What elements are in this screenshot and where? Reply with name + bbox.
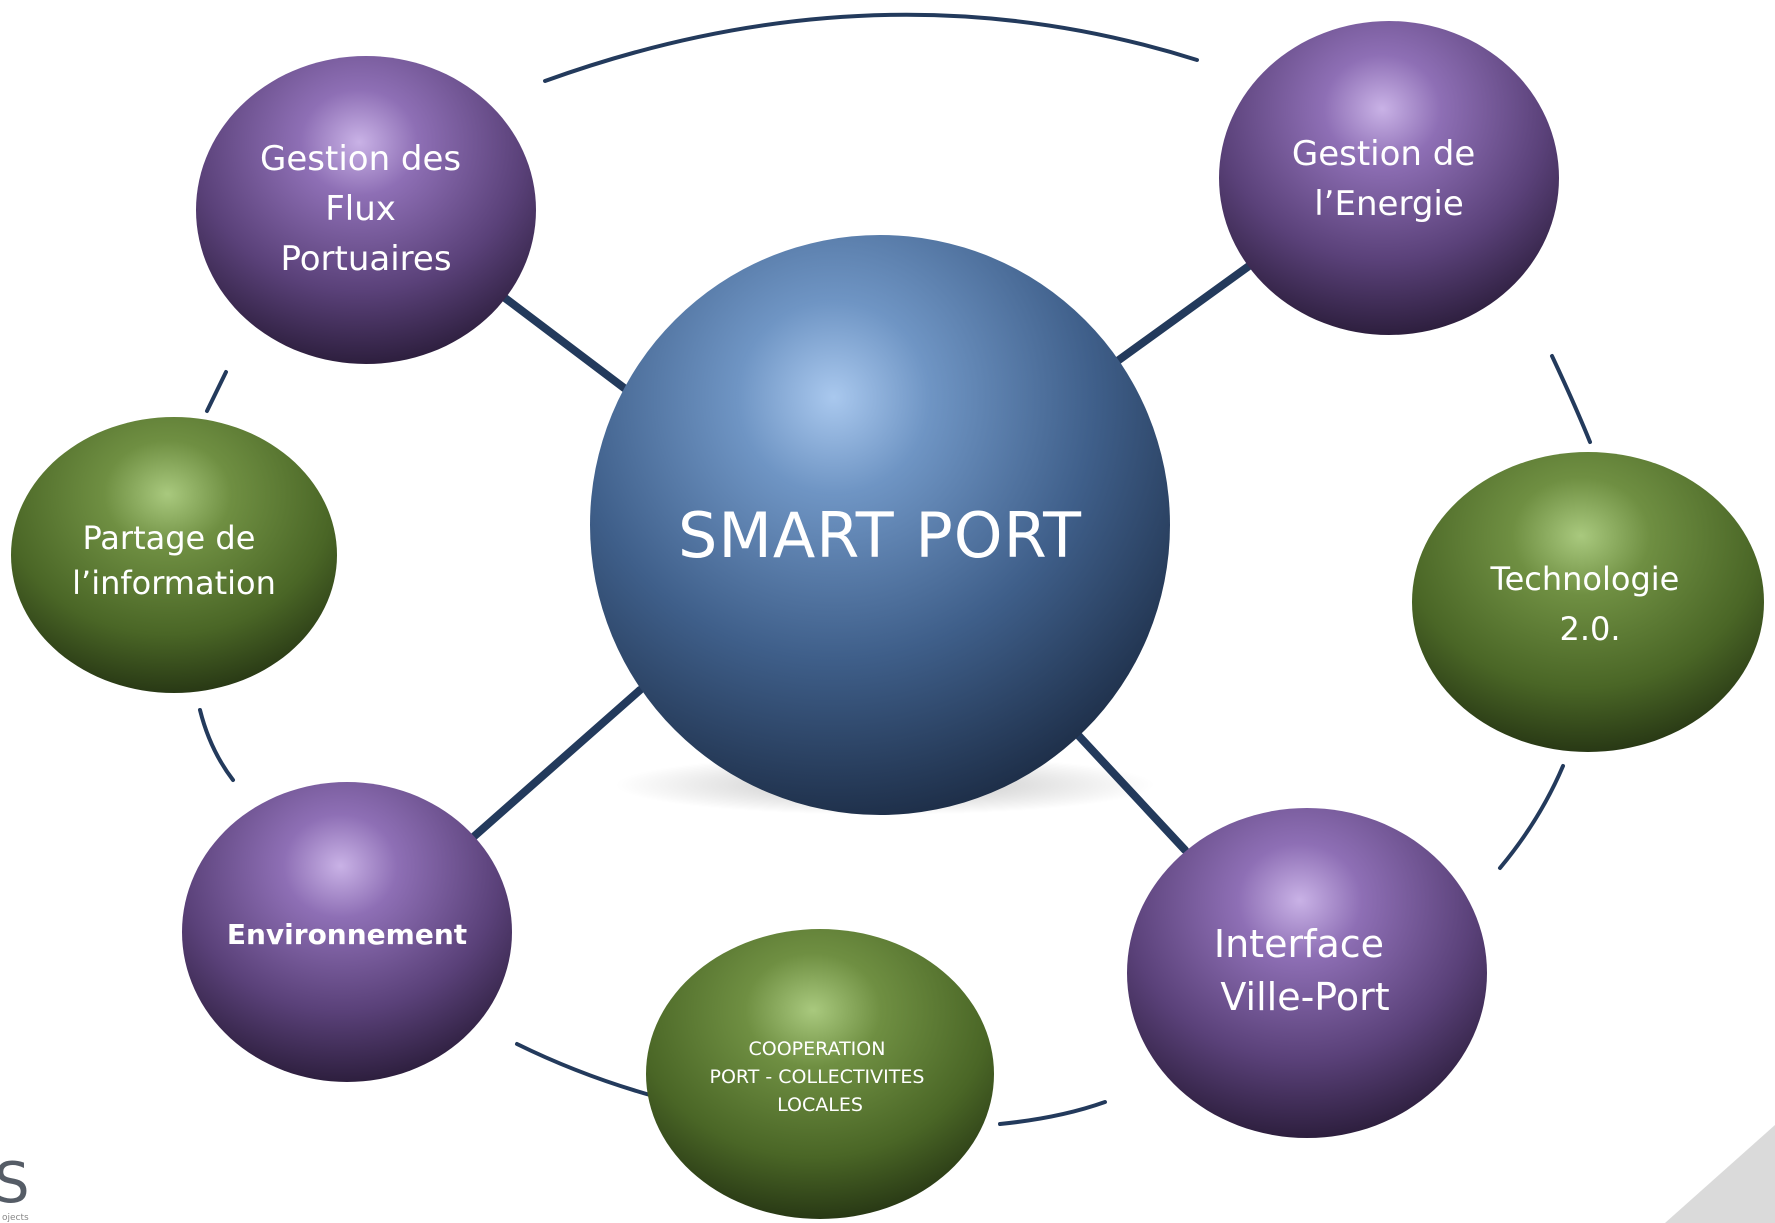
ring-arc-upper-right xyxy=(1550,354,1592,444)
svg-text:Technologie 2.0.: Technologie 2.0. xyxy=(1489,560,1689,648)
node-label-line: Gestion des xyxy=(260,139,461,179)
connector-energie xyxy=(1101,254,1264,374)
ring-arc-lower-right xyxy=(1498,764,1565,870)
ring-arc-top xyxy=(543,12,1199,83)
node-sphere xyxy=(11,417,337,693)
svg-text:COOPERATION PORT - COLLE: COOPERATION PORT - COLLECTIVITES LOCALES xyxy=(710,1038,931,1116)
svg-text:Partage de l’information: Partage de l’information xyxy=(72,519,276,602)
node-label-line: Technologie xyxy=(1489,560,1679,598)
node-label-line: 2.0. xyxy=(1559,610,1620,648)
node-environnement: Environnement xyxy=(182,782,512,1082)
node-label-line: Portuaires xyxy=(280,239,451,279)
outer-ring xyxy=(198,12,1592,1126)
node-sphere xyxy=(1219,21,1559,335)
company-logo: S ojects xyxy=(0,1151,30,1223)
node-gestion-energie: Gestion de l’Energie xyxy=(1219,21,1559,335)
ring-arc-lower-left xyxy=(198,708,235,782)
ring-arc-bottom-right xyxy=(998,1100,1107,1126)
node-technologie: Technologie 2.0. xyxy=(1412,452,1764,752)
node-label-line: l’information xyxy=(72,564,276,602)
node-interface-ville-port: Interface Ville-Port xyxy=(1127,808,1487,1138)
node-label-line: Environnement xyxy=(227,918,467,951)
center-label: SMART PORT xyxy=(678,499,1082,572)
svg-text:Gestion de l’Energie: Gestion de l’Energie xyxy=(1292,134,1486,224)
node-sphere xyxy=(196,56,536,364)
node-label-line: LOCALES xyxy=(777,1094,863,1116)
svg-text:Interface Ville-Port: Interface Ville-Port xyxy=(1214,922,1396,1019)
connector-flux xyxy=(501,294,644,404)
node-partage-information: Partage de l’information xyxy=(11,417,337,693)
connector-environnement xyxy=(466,686,644,844)
node-label-line: COOPERATION xyxy=(748,1038,885,1060)
node-label-line: Gestion de xyxy=(1292,134,1475,174)
node-sphere xyxy=(182,782,512,1082)
center-node: SMART PORT xyxy=(590,235,1170,815)
corner-decoration xyxy=(1665,1125,1775,1223)
logo-caption: ojects xyxy=(2,1213,29,1223)
logo-mark: S xyxy=(0,1151,30,1216)
svg-text:Environnement: Environnement xyxy=(227,918,467,951)
node-gestion-flux-portuaires: Gestion des Flux Portuaires xyxy=(196,56,536,364)
center-node-sphere xyxy=(590,235,1170,815)
node-label-line: Interface xyxy=(1214,922,1384,966)
ring-arc-upper-left xyxy=(205,370,228,413)
node-label-line: Partage de xyxy=(82,519,255,557)
node-cooperation: COOPERATION PORT - COLLECTIVITES LOCALES xyxy=(646,929,994,1219)
node-sphere xyxy=(1127,808,1487,1138)
node-label-line: l’Energie xyxy=(1314,184,1464,224)
connectors xyxy=(466,254,1264,854)
node-label-line: PORT - COLLECTIVITES xyxy=(710,1066,925,1088)
svg-text:Gestion des Flux P: Gestion des Flux Portuaires xyxy=(260,139,472,279)
ring-arc-bottom-left xyxy=(515,1042,652,1097)
node-label-line: Flux xyxy=(325,189,396,229)
node-label-line: Ville-Port xyxy=(1220,975,1389,1019)
node-sphere xyxy=(1412,452,1764,752)
node-sphere xyxy=(646,929,994,1219)
